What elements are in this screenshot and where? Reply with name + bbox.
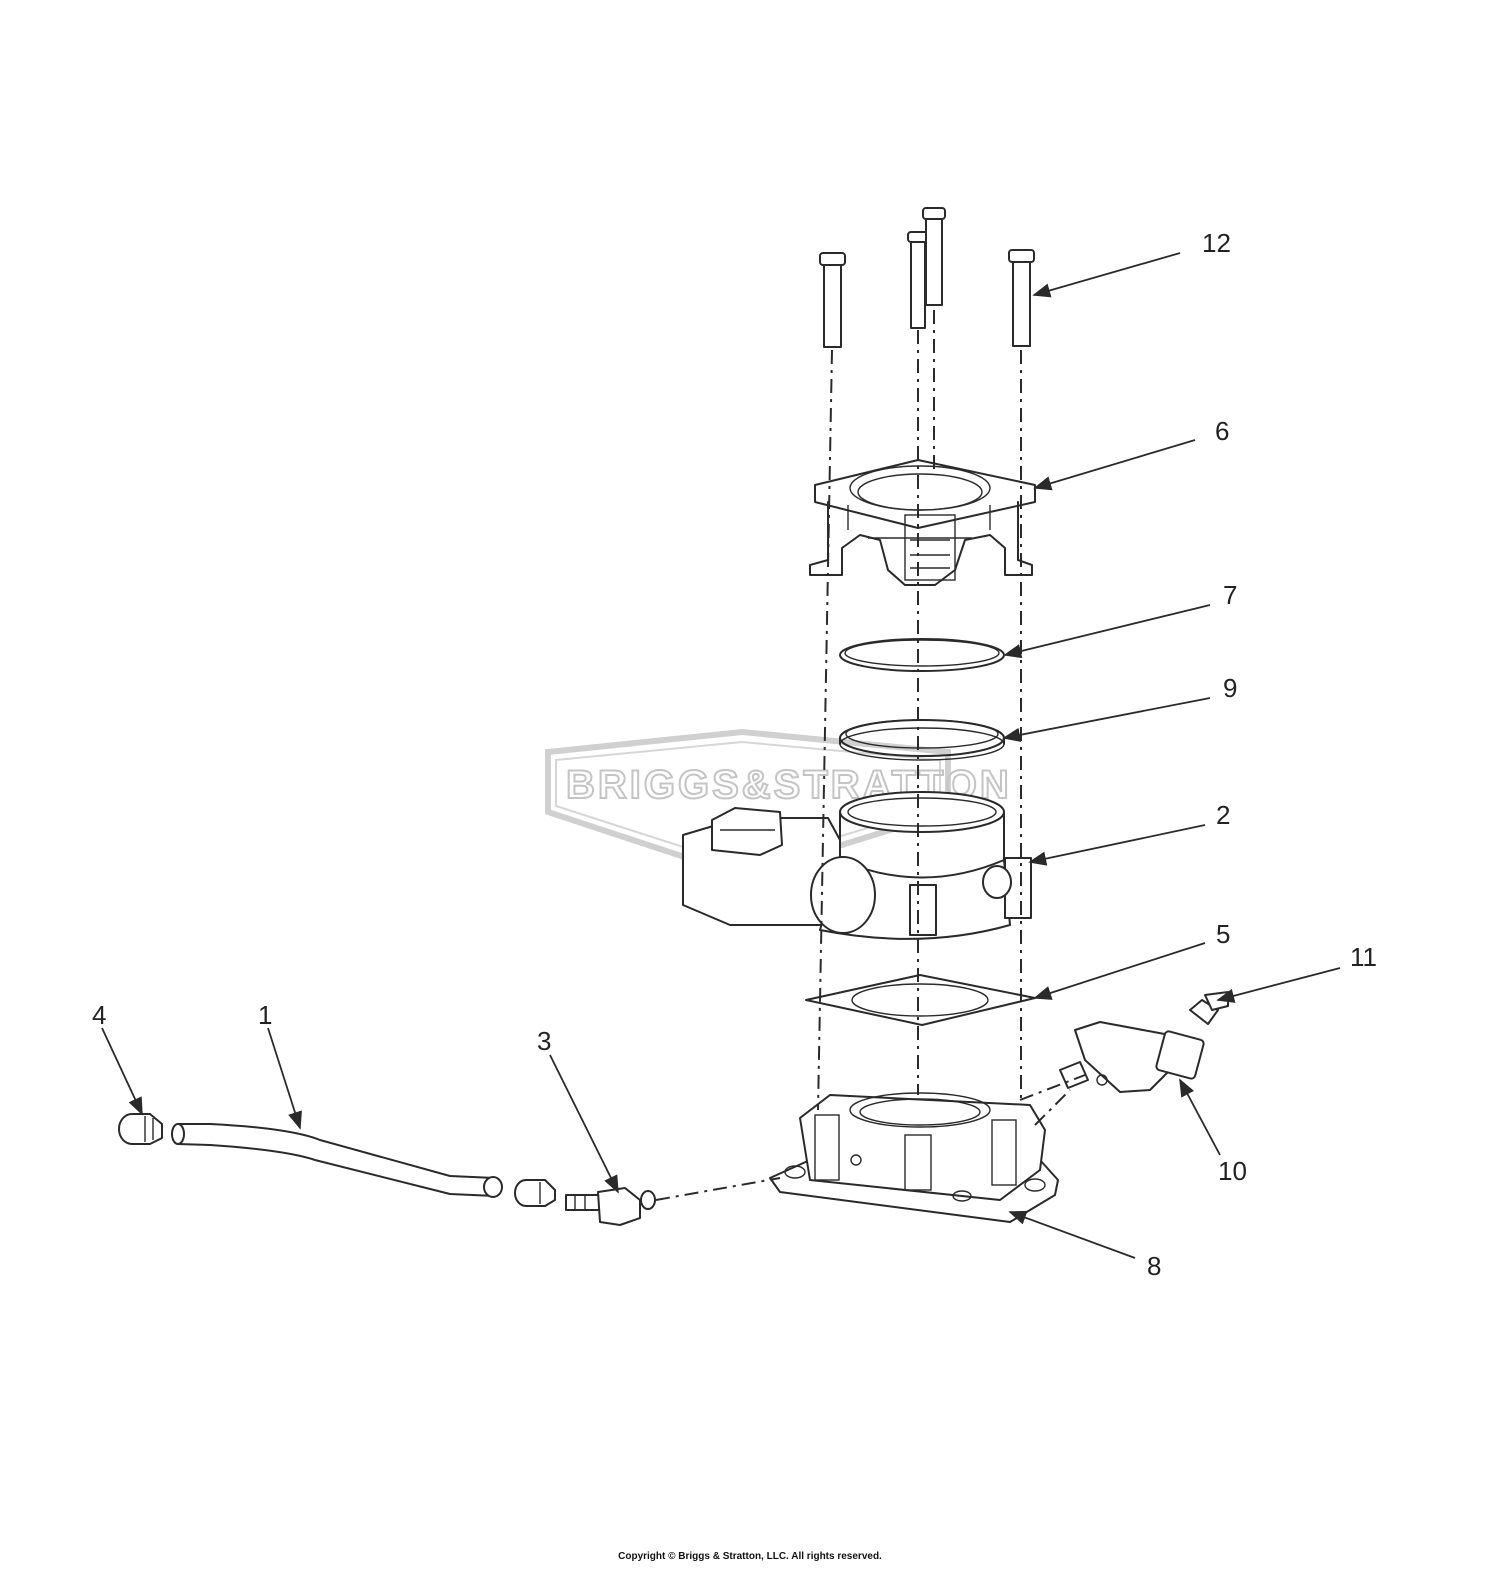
callout-5: 5 — [1216, 919, 1230, 949]
part-4-hose-clamp-second — [514, 1179, 556, 1207]
callout-2: 2 — [1216, 800, 1230, 830]
part-8-manifold-base — [769, 1092, 1059, 1223]
callout-1: 1 — [258, 1000, 272, 1030]
leader-lines — [101, 252, 1341, 1259]
callout-labels: 1 2 3 4 5 6 7 8 9 10 11 12 — [92, 228, 1377, 1281]
part-11-screw — [1189, 991, 1229, 1025]
callout-7: 7 — [1223, 580, 1237, 610]
part-5-gasket — [805, 974, 1036, 1026]
part-12-screws — [819, 207, 1035, 348]
callout-3: 3 — [537, 1026, 551, 1056]
callout-8: 8 — [1147, 1251, 1161, 1281]
callout-9: 9 — [1223, 673, 1237, 703]
part-2-throttle-body — [682, 791, 1032, 940]
callout-4: 4 — [92, 1000, 106, 1030]
part-10-sensor — [1059, 1021, 1205, 1093]
part-4-hose-clamp — [118, 1113, 163, 1145]
assembly-center-lines — [655, 310, 1086, 1201]
copyright-notice: Copyright © Briggs & Stratton, LLC. All … — [618, 1551, 882, 1562]
callout-11: 11 — [1350, 942, 1377, 972]
part-7-o-ring — [839, 638, 1005, 672]
callout-12: 12 — [1202, 228, 1231, 258]
callout-10: 10 — [1218, 1156, 1247, 1186]
part-3-elbow-fitting — [565, 1187, 656, 1226]
part-6-adapter — [809, 459, 1036, 586]
part-1-hose — [171, 1123, 503, 1198]
callout-6: 6 — [1215, 416, 1229, 446]
